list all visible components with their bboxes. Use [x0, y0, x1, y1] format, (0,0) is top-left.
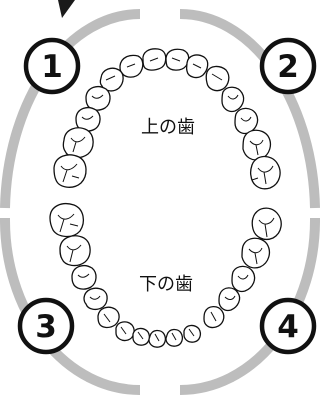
quadrant-badge-3: 3 — [17, 297, 75, 355]
tooth — [49, 203, 85, 238]
tooth — [221, 86, 245, 113]
tooth — [251, 207, 282, 241]
tooth — [165, 48, 190, 71]
upper-teeth-label: 上の歯 — [141, 117, 195, 138]
tooth — [231, 265, 256, 293]
quadrant-badge-2: 2 — [259, 37, 317, 95]
quadrant-number-1: 1 — [41, 49, 63, 85]
tooth — [115, 321, 135, 342]
tooth — [59, 235, 91, 267]
tooth — [83, 287, 108, 311]
tooth — [62, 127, 94, 159]
tooth — [241, 237, 271, 269]
tooth — [142, 48, 167, 71]
tooth — [75, 107, 101, 132]
quadrant-badge-1: 1 — [23, 37, 81, 95]
tooth — [85, 86, 111, 111]
tooth — [183, 324, 201, 343]
quadrant-number-2: 2 — [277, 49, 299, 85]
tooth — [165, 328, 183, 347]
tooth — [185, 54, 209, 79]
quadrant-number-4: 4 — [277, 309, 299, 345]
tooth — [218, 287, 241, 312]
upper-arch — [53, 48, 281, 190]
tooth — [71, 265, 97, 290]
tooth — [132, 327, 150, 346]
tooth — [119, 54, 144, 78]
lower-teeth-label: 下の歯 — [139, 274, 193, 295]
tooth — [205, 65, 230, 92]
tooth — [203, 305, 225, 329]
tooth — [99, 67, 124, 92]
quadrant-number-3: 3 — [35, 309, 57, 345]
tooth — [249, 155, 281, 190]
quadrant-badge-4: 4 — [259, 297, 317, 355]
tooth — [97, 306, 120, 329]
tooth — [148, 329, 166, 348]
tooth — [53, 154, 87, 188]
tooth — [242, 129, 272, 161]
corner-mark — [58, 0, 75, 18]
lower-arch — [49, 203, 282, 348]
